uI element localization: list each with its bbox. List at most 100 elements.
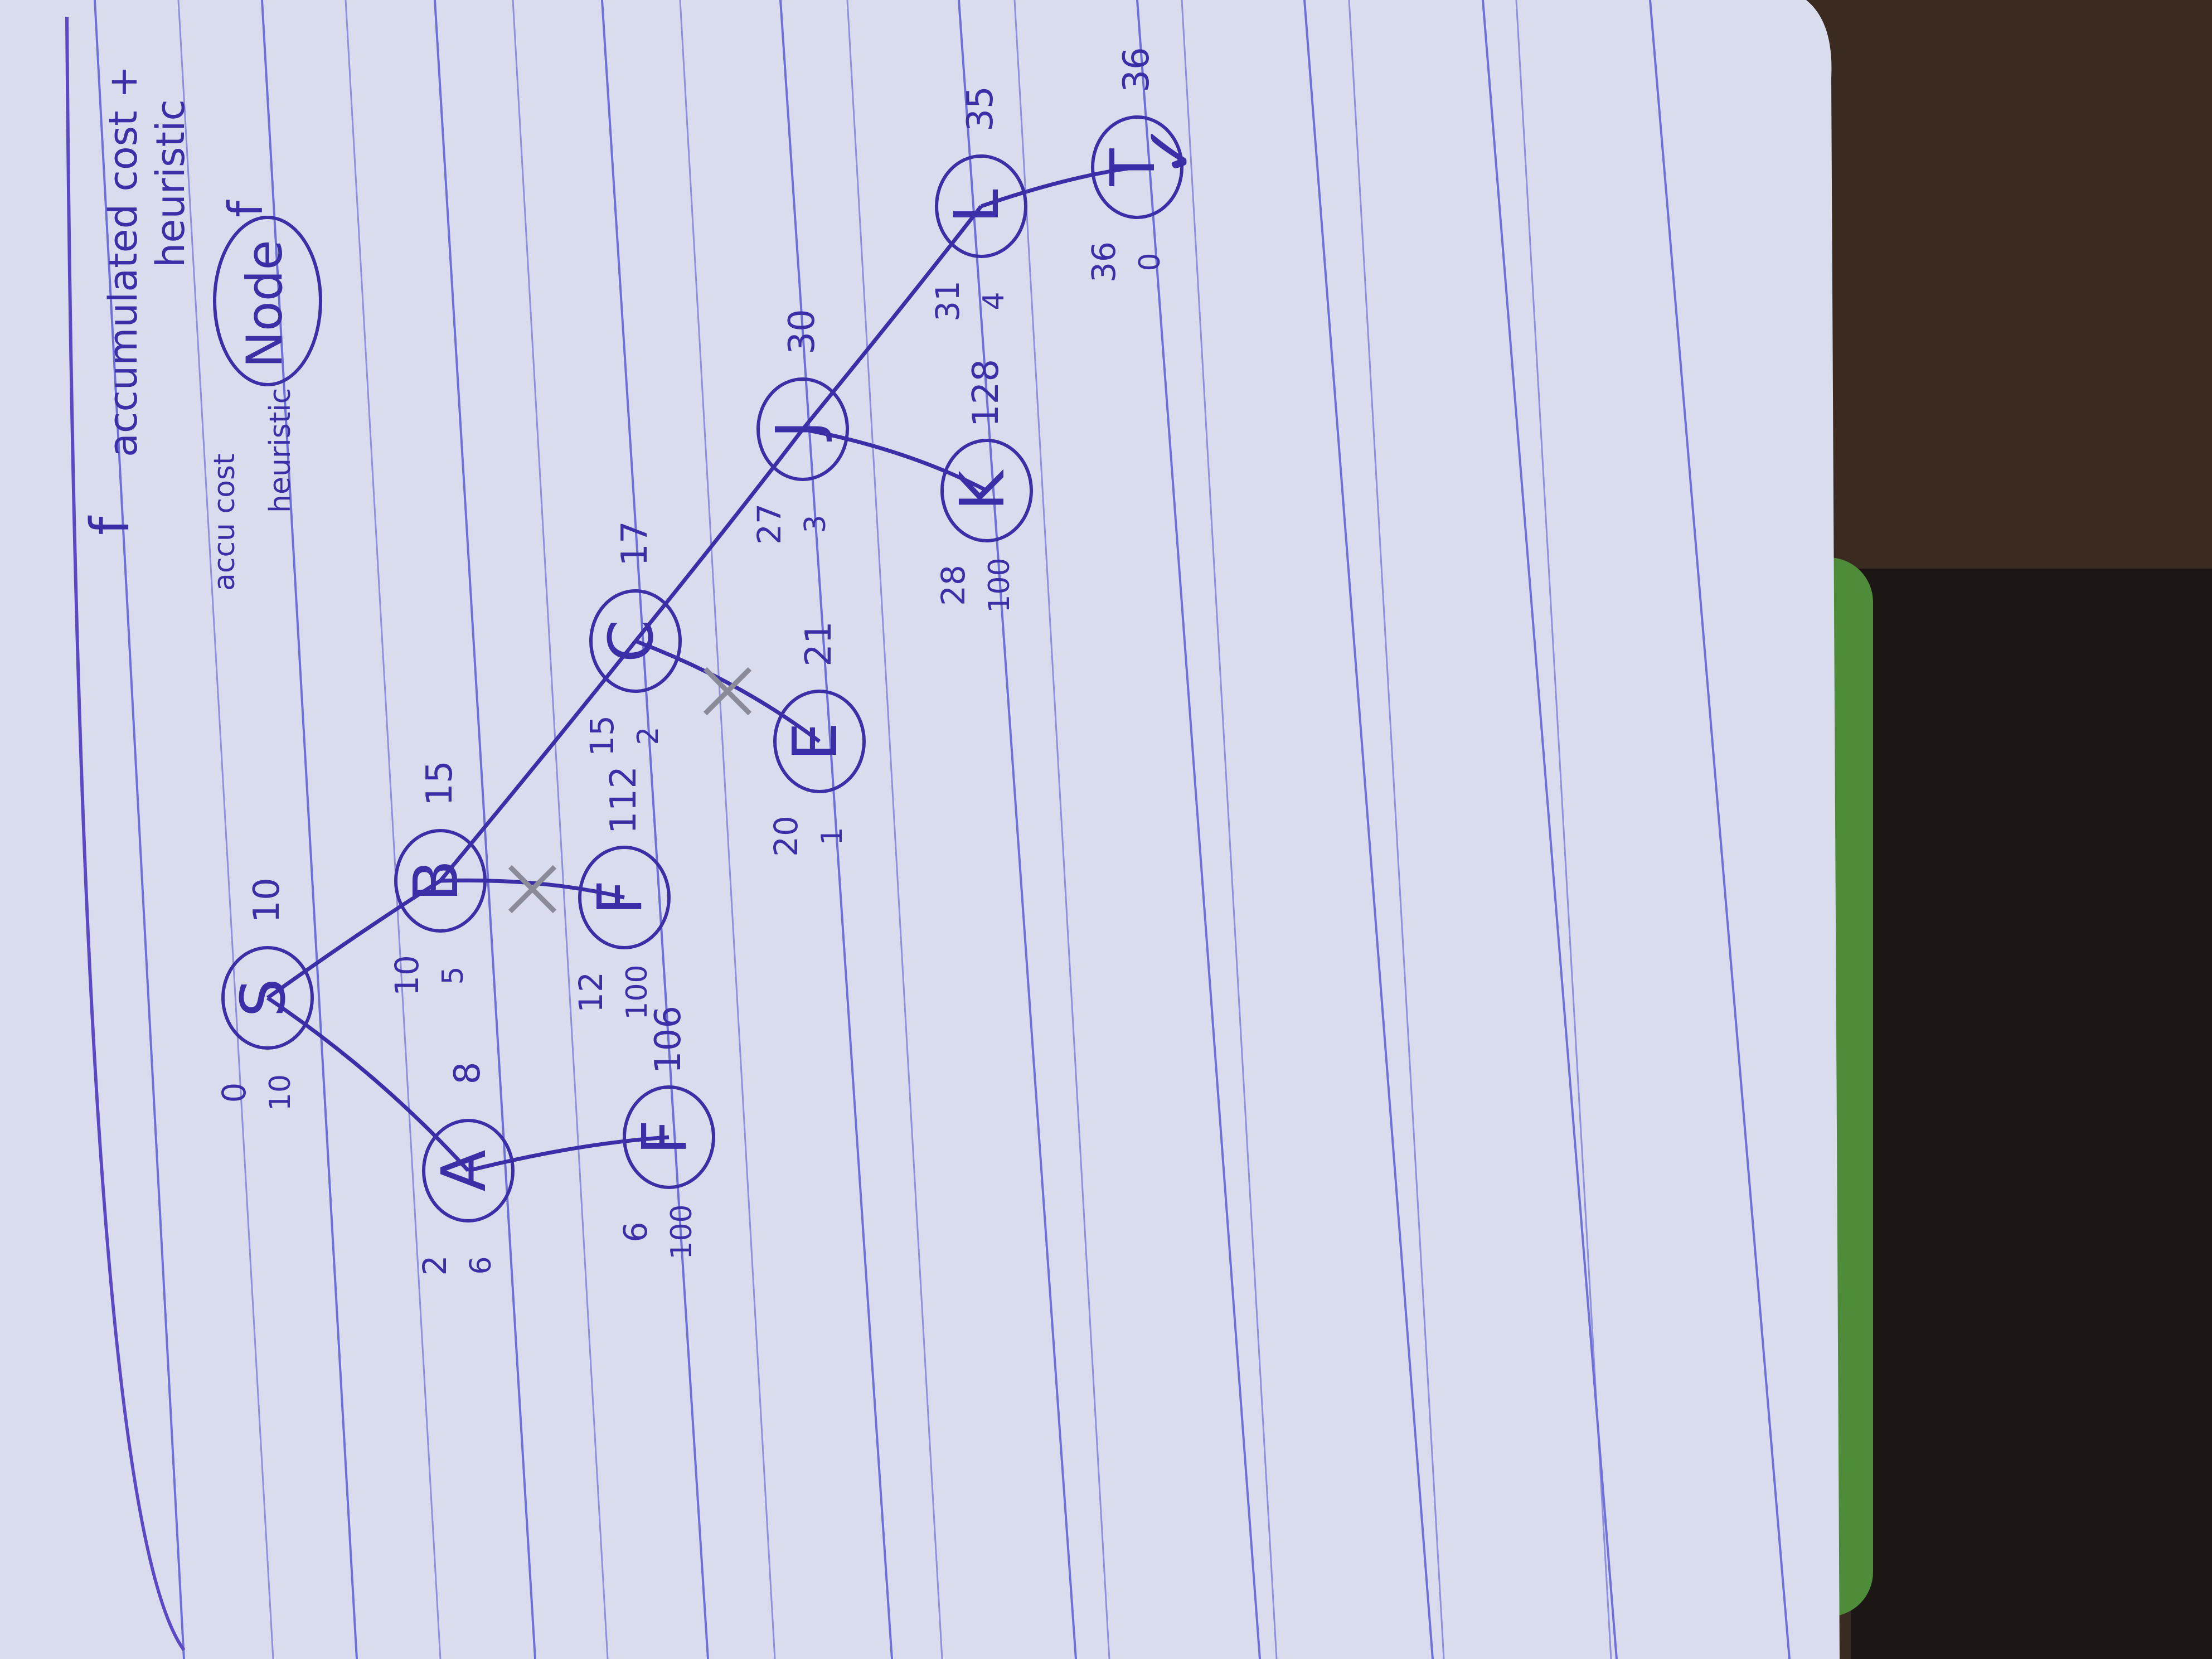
node-circle xyxy=(623,1085,715,1189)
ruled-line xyxy=(512,0,609,1659)
ruled-line xyxy=(1348,0,1445,1659)
edge-A-F1 xyxy=(468,1135,670,1173)
node-heuristic: 10 xyxy=(264,1074,297,1111)
node-label: T xyxy=(1097,148,1168,187)
node-cost: 27 xyxy=(750,503,788,545)
legend: f accumulated cost + heuristic Node f ac… xyxy=(80,66,322,591)
node-heuristic: 2 xyxy=(632,726,665,745)
node-heuristic: 100 xyxy=(620,964,654,1020)
node-f-value: 106 xyxy=(648,1006,689,1074)
node-cost: 6 xyxy=(617,1222,654,1243)
edge-J-L xyxy=(801,205,983,431)
edge-S-B xyxy=(266,879,442,1000)
node-circle xyxy=(940,439,1033,542)
prune-mark xyxy=(703,667,752,716)
ruled-line xyxy=(1013,0,1110,1659)
ruled-line xyxy=(779,0,893,1659)
margin-line xyxy=(65,16,186,1651)
node-label: E xyxy=(779,722,851,761)
node-circle xyxy=(221,946,314,1050)
legend-formula-line2: heuristic xyxy=(148,99,193,268)
ruled-line xyxy=(177,0,274,1659)
ruled-line xyxy=(345,0,442,1659)
node-circle xyxy=(578,846,671,949)
legend-example-node: Node xyxy=(236,240,293,368)
node-f-value: 30 xyxy=(782,309,823,354)
node-label: B xyxy=(400,860,472,901)
node-cost: 31 xyxy=(929,280,967,322)
legend-formula-f: f xyxy=(80,515,141,535)
edge-C-J xyxy=(634,428,804,643)
node-heuristic: 100 xyxy=(983,557,1016,613)
ruled-line xyxy=(1303,0,1434,1659)
ruled-line xyxy=(846,0,943,1659)
node-F2: F 112 12 100 xyxy=(572,766,671,1020)
legend-example-node-circle xyxy=(213,216,322,386)
node-heuristic: 4 xyxy=(977,292,1011,310)
legend-example-cost: accu cost xyxy=(208,454,241,591)
node-label: A xyxy=(428,1149,499,1191)
edge-S-A xyxy=(266,996,470,1172)
ruled-line xyxy=(1482,0,1618,1659)
node-f-value: 17 xyxy=(614,521,656,566)
ruled-line xyxy=(94,0,185,1659)
node-circle xyxy=(422,1119,515,1223)
node-heuristic: 5 xyxy=(436,966,470,984)
ruled-lines xyxy=(94,0,1791,1659)
node-circle xyxy=(773,690,866,793)
ruled-line xyxy=(601,0,709,1659)
node-circle xyxy=(756,377,849,481)
legend-formula-line1: accumulated cost + xyxy=(100,66,146,457)
node-f-value: 10 xyxy=(246,877,288,923)
ruled-line xyxy=(1649,0,1791,1659)
node-f-value: 36 xyxy=(1116,47,1157,92)
node-cost: 10 xyxy=(388,955,426,996)
node-F1: F 106 6 100 xyxy=(617,1006,715,1260)
node-label: F xyxy=(629,1119,700,1154)
node-heuristic: 1 xyxy=(816,827,849,845)
node-circle xyxy=(394,829,487,933)
node-C: C 17 15 2 xyxy=(583,521,682,756)
node-heuristic: 3 xyxy=(799,515,832,533)
node-cost: 15 xyxy=(583,715,621,756)
edge-L-T xyxy=(980,165,1138,208)
node-f-value: 112 xyxy=(603,766,644,834)
ruled-line xyxy=(1136,0,1261,1659)
node-heuristic: 0 xyxy=(1133,253,1167,271)
prune-mark xyxy=(508,865,557,914)
legend-example-f: f xyxy=(219,200,274,217)
node-label: C xyxy=(595,620,667,663)
node-cost: 12 xyxy=(572,972,610,1013)
edge-J-K xyxy=(802,427,988,493)
node-cost: 28 xyxy=(934,565,972,606)
legend-example-heuristic: heuristic xyxy=(264,388,297,513)
node-cost: 36 xyxy=(1085,241,1123,283)
ruled-line xyxy=(1181,0,1278,1659)
node-label: K xyxy=(947,469,1018,511)
ruled-line xyxy=(1515,0,1612,1659)
node-B: B 15 10 5 xyxy=(388,760,487,996)
node-T: T 36 36 0 xyxy=(1085,47,1183,283)
node-f-value: 21 xyxy=(798,621,840,666)
node-heuristic: 6 xyxy=(464,1256,498,1274)
node-cost: 0 xyxy=(215,1083,253,1103)
goal-check-mark: ✓ xyxy=(1132,122,1209,178)
dark-strip xyxy=(1851,569,2212,1659)
node-label: L xyxy=(941,189,1012,223)
node-cost: 2 xyxy=(416,1255,454,1276)
ruled-line xyxy=(958,0,1077,1659)
node-f-value: 15 xyxy=(419,760,460,806)
ruled-line xyxy=(679,0,776,1659)
node-label: F xyxy=(584,880,656,915)
node-f-value: 8 xyxy=(447,1062,488,1085)
node-heuristic: 100 xyxy=(665,1204,698,1259)
node-circle xyxy=(1091,115,1183,219)
